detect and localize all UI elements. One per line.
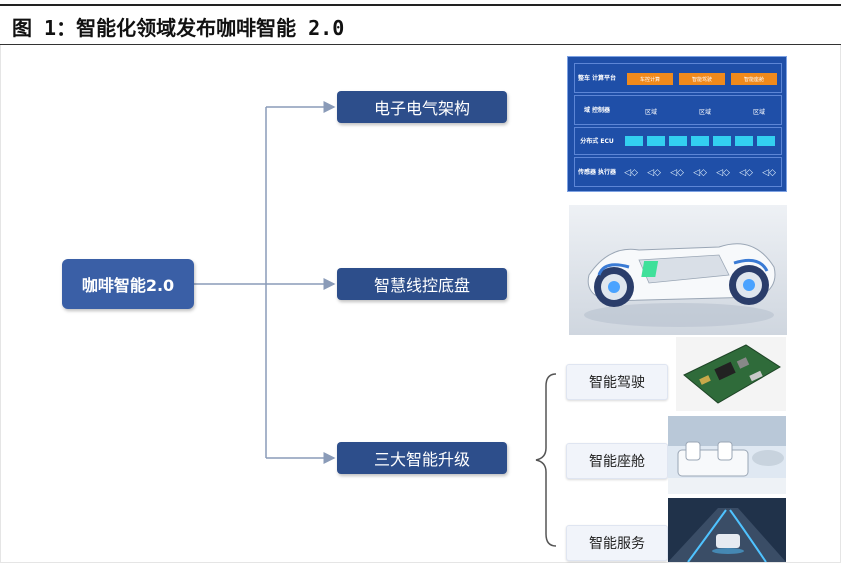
sensor-node-icon: ◁◇: [624, 168, 638, 178]
sensor-node-icon: ◁◇: [647, 168, 661, 178]
arch-row-ecu: 分布式 ECU: [574, 127, 782, 155]
ecu-block: [757, 136, 775, 146]
branch-node-upgrades: 三大智能升级: [337, 442, 507, 474]
title-rule: [0, 44, 841, 45]
arch-row-label: 整车 计算平台: [577, 74, 617, 82]
ecu-block: [713, 136, 731, 146]
sensor-node-icon: ◁◇: [693, 168, 707, 178]
arch-row-label: 分布式 ECU: [580, 137, 614, 145]
sensor-node-icon: ◁◇: [670, 168, 684, 178]
chassis-image: [569, 205, 787, 335]
ee-architecture-image: 整车 计算平台 车控计算 智能驾驶 智能座舱 域 控制器 区域 区域 区域 分布…: [567, 56, 787, 192]
zone-label: 区域: [752, 108, 765, 116]
branch-node-ee-architecture: 电子电气架构: [337, 91, 507, 123]
arch-row-domain: 域 控制器 区域 区域 区域: [574, 95, 782, 125]
service-road-image: [668, 498, 786, 562]
driving-board-image: [676, 337, 786, 411]
ecu-block: [647, 136, 665, 146]
cockpit-image: [668, 416, 786, 494]
upgrade-item-cockpit: 智能座舱: [566, 443, 668, 479]
ecu-block: [691, 136, 709, 146]
ecu-block: [669, 136, 687, 146]
compute-chip: 车控计算: [627, 73, 673, 85]
sensor-node-icon: ◁◇: [739, 168, 753, 178]
sensor-node-icon: ◁◇: [716, 168, 730, 178]
brace-icon: [535, 373, 557, 547]
arch-row-label: 传感器 执行器: [577, 168, 617, 176]
upgrade-item-service: 智能服务: [566, 525, 668, 561]
arch-row-label: 域 控制器: [583, 106, 611, 114]
arch-row-sensors: 传感器 执行器 ◁◇ ◁◇ ◁◇ ◁◇ ◁◇ ◁◇ ◁◇: [574, 157, 782, 187]
figure-title: 图 1：智能化领域发布咖啡智能 2.0: [12, 16, 345, 40]
branch-node-chassis: 智慧线控底盘: [337, 268, 507, 300]
ecu-block: [735, 136, 753, 146]
ecu-block: [625, 136, 643, 146]
root-node: 咖啡智能2.0: [62, 259, 194, 309]
compute-chip: 智能座舱: [731, 73, 777, 85]
arch-row-compute: 整车 计算平台 车控计算 智能驾驶 智能座舱: [574, 63, 782, 93]
zone-label: 区域: [698, 108, 711, 116]
compute-chip: 智能驾驶: [679, 73, 725, 85]
top-rule: [0, 4, 841, 6]
zone-label: 区域: [644, 108, 657, 116]
sensor-node-icon: ◁◇: [762, 168, 776, 178]
upgrade-item-driving: 智能驾驶: [566, 364, 668, 400]
